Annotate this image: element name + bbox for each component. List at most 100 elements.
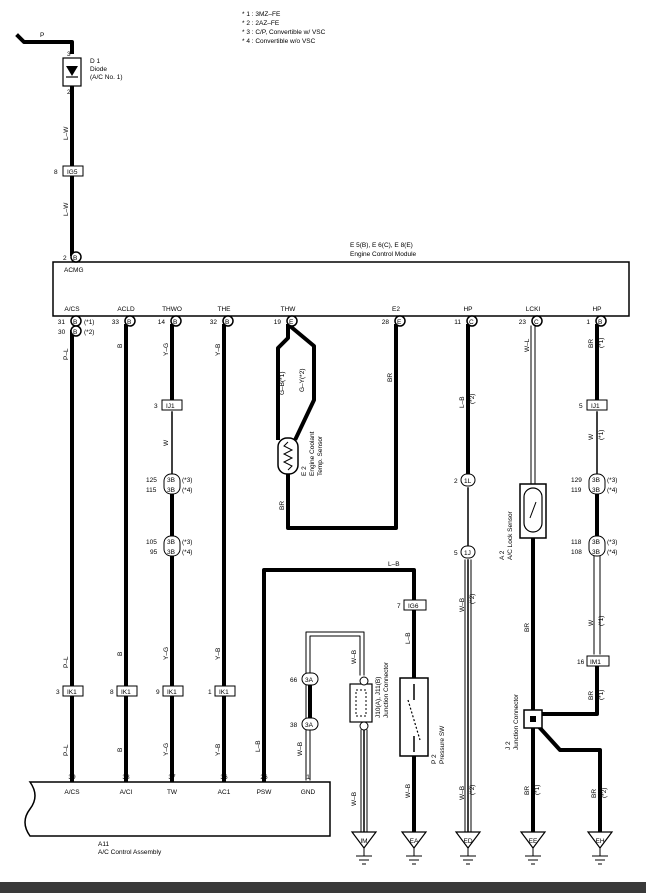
note-3: * 3 : C/P, Convertible w/ VSC: [242, 29, 326, 36]
svg-text:Y–B: Y–B: [215, 648, 222, 660]
ecm-terminal-pin: 1: [586, 319, 590, 326]
svg-text:(*3): (*3): [607, 477, 617, 484]
svg-text:5: 5: [579, 403, 583, 410]
ecm-terminal-pin: 28: [382, 319, 390, 326]
svg-text:IJ1: IJ1: [166, 403, 175, 410]
acm-terminal-pin: 26: [260, 774, 268, 781]
svg-text:B: B: [73, 255, 77, 262]
ecm-terminal-conn: C: [469, 319, 474, 326]
ground-icon: [454, 831, 482, 849]
bottom-bar: [0, 882, 646, 893]
svg-text:(*2): (*2): [469, 394, 476, 404]
ecm-terminal-acmg: ACMG: [64, 267, 84, 274]
diode-pin-bottom: 2: [67, 89, 71, 96]
svg-text:IJ1: IJ1: [591, 403, 600, 410]
ecm-terminal-label: HP: [463, 306, 472, 313]
ecm-terminal-connector: [222, 315, 234, 327]
svg-text:IK1: IK1: [121, 689, 131, 696]
diode-sub: (A/C No. 1): [90, 74, 123, 81]
svg-text:3B: 3B: [167, 539, 175, 546]
acm-terminal-pin: 38: [122, 774, 130, 781]
svg-text:W: W: [588, 433, 595, 440]
ground-label: EH: [595, 838, 604, 845]
acm-terminal-label: A/CI: [120, 789, 133, 796]
svg-text:3B: 3B: [592, 487, 600, 494]
svg-text:(*1): (*1): [598, 616, 605, 626]
ecm-terminal-conn: B: [127, 319, 131, 326]
ground-icon: [519, 831, 547, 849]
svg-text:1: 1: [208, 689, 212, 696]
svg-text:3A: 3A: [305, 722, 314, 729]
connector-labels: IJ1 IJ1 IG6 IM1 IK1 IK1 IK1 IK1 3B 3B 3B…: [67, 403, 601, 729]
note-1: * 1 : 3MZ–FE: [242, 11, 281, 18]
svg-text:3A: 3A: [305, 677, 314, 684]
ecm-terminal-conn: B: [598, 319, 602, 326]
svg-text:IK1: IK1: [219, 689, 229, 696]
svg-text:BR: BR: [524, 623, 531, 632]
svg-text:A 2: A 2: [499, 550, 506, 560]
svg-text:1L: 1L: [464, 478, 472, 485]
svg-text:125: 125: [146, 477, 157, 484]
svg-text:BR: BR: [524, 786, 531, 795]
ecm-terminal-pin: 23: [519, 319, 527, 326]
svg-text:IG6: IG6: [408, 603, 419, 610]
connector-ig5: IG5 8: [54, 165, 84, 177]
ground-icon: [400, 831, 428, 849]
ground-label: IM: [360, 838, 367, 845]
svg-text:BR: BR: [588, 691, 595, 700]
svg-text:J 2: J 2: [505, 741, 512, 750]
svg-text:(*2): (*2): [84, 329, 94, 336]
ecm-terminal-connector: [531, 315, 543, 327]
ecm-terminal-note: (*1): [84, 319, 94, 326]
svg-text:BR: BR: [588, 339, 595, 348]
svg-text:9: 9: [156, 689, 160, 696]
svg-text:(*1): (*1): [598, 690, 605, 700]
notes: * 1 : 3MZ–FE * 2 : 2AZ–FE * 3 : C/P, Con…: [242, 11, 326, 45]
svg-text:Junction Connector: Junction Connector: [513, 693, 520, 750]
acm-terminal-pin: 39: [68, 774, 76, 781]
pin-numbers: 3 5 125 115 105 95 (*3) (*4) (*3) (*4) 1…: [56, 403, 617, 729]
svg-text:1J: 1J: [464, 550, 471, 557]
svg-text:A/C Lock Sensor: A/C Lock Sensor: [507, 510, 514, 560]
svg-text:W–B: W–B: [459, 786, 466, 800]
svg-text:7: 7: [397, 603, 401, 610]
ecm-terminal-pin: 33: [112, 319, 120, 326]
svg-text:W–B: W–B: [351, 792, 358, 806]
svg-text:BR: BR: [279, 501, 286, 510]
ecm-terminal-connector: [595, 315, 607, 327]
svg-text:IG5: IG5: [67, 169, 78, 176]
diode-name: D 1: [90, 58, 101, 65]
wire-lw-1: L–W: [63, 126, 70, 140]
svg-text:P–L: P–L: [63, 348, 70, 360]
acm-terminal-label: AC1: [218, 789, 231, 796]
svg-text:30: 30: [58, 329, 66, 336]
ecm-terminal-label: THWO: [162, 306, 182, 313]
note-2: * 2 : 2AZ–FE: [242, 20, 280, 27]
svg-text:BR: BR: [387, 373, 394, 382]
svg-text:5: 5: [454, 550, 458, 557]
ground-label: ED: [463, 838, 472, 845]
ecm-terminal-pin: 11: [454, 319, 461, 326]
ecm-terminal-label: E2: [392, 306, 400, 313]
svg-text:W: W: [588, 619, 595, 626]
ecm-terminal-label: A/CS: [64, 306, 80, 313]
svg-text:G–B(*1): G–B(*1): [279, 372, 286, 395]
svg-text:(*1): (*1): [598, 430, 605, 440]
acs-second-pin: 30 B (*2): [58, 325, 94, 337]
svg-text:B: B: [73, 329, 77, 336]
svg-text:BR: BR: [591, 789, 598, 798]
ecm-terminal-pin: 32: [210, 319, 218, 326]
svg-text:L–B: L–B: [388, 561, 400, 568]
ecm-terminal-connector: [466, 315, 478, 327]
ecm-terminal-conn: E: [289, 319, 294, 326]
svg-text:(*2): (*2): [469, 785, 476, 795]
ground-label: EE: [529, 838, 538, 845]
svg-text:W–B: W–B: [297, 742, 304, 756]
svg-text:Y–B: Y–B: [215, 744, 222, 756]
ecm-codes: E 5(B), E 6(C), E 8(E): [350, 242, 413, 249]
ecm-terminal-pin: 14: [158, 319, 166, 326]
svg-text:(*4): (*4): [607, 549, 617, 556]
svg-text:P–L: P–L: [63, 656, 70, 668]
wire-lw-2: L–W: [63, 202, 70, 216]
